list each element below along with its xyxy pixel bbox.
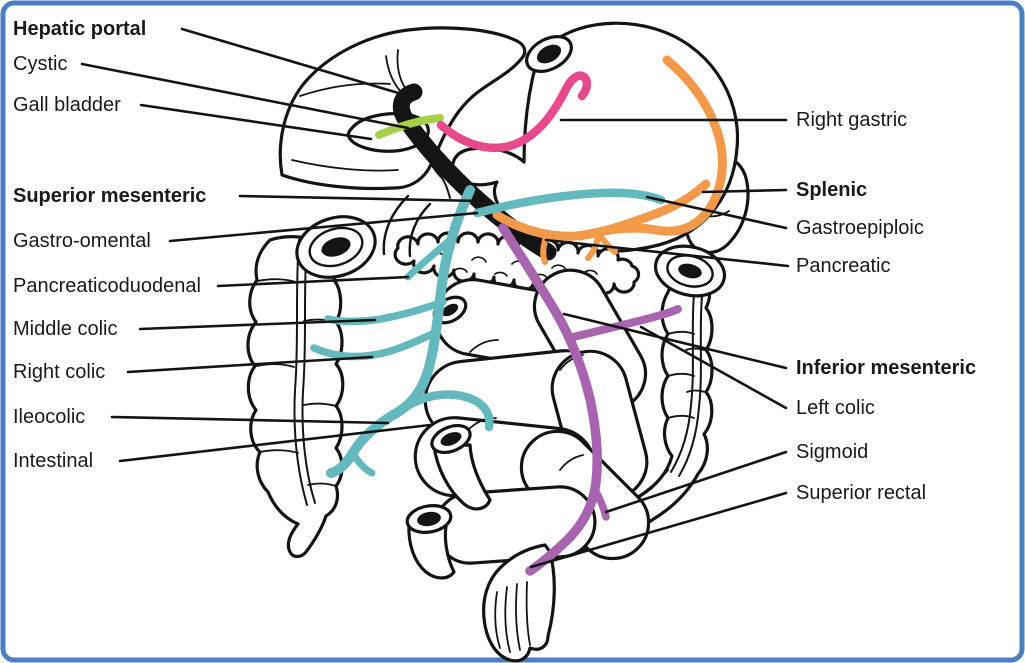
right-gastric-vein bbox=[436, 71, 592, 152]
intestine-stump-opening bbox=[405, 504, 453, 534]
cystic-vein bbox=[375, 114, 444, 139]
leader-line-pancreaticoduodenal bbox=[216, 275, 410, 288]
label-sigmoid: Sigmoid bbox=[796, 441, 869, 463]
inferior-mesenteric-vein bbox=[498, 223, 602, 576]
rectum-striations bbox=[494, 581, 531, 653]
label-superior-rectal: Superior rectal bbox=[796, 482, 927, 504]
descending-colon-tenia bbox=[670, 293, 703, 477]
label-pancreatic: Pancreatic bbox=[796, 255, 891, 277]
intestinal-branch bbox=[396, 390, 494, 432]
small-intestine bbox=[413, 268, 651, 565]
leader-line-group bbox=[80, 27, 790, 569]
ascending-colon-opening bbox=[295, 215, 377, 279]
label-gall-bladder: Gall bladder bbox=[13, 94, 121, 116]
leader-line-superior-mesenteric bbox=[238, 194, 483, 203]
leader-line-gastro-omental bbox=[168, 211, 479, 243]
ileocolic-branch bbox=[349, 449, 376, 477]
pancreaticoduodenal-branch bbox=[404, 234, 456, 281]
leader-line-splenic bbox=[701, 188, 788, 194]
label-gastroepiploic: Gastroepiploic bbox=[796, 217, 924, 239]
label-ileocolic: Ileocolic bbox=[13, 406, 86, 428]
leader-line-pancreatic bbox=[544, 238, 790, 268]
right-colic-branch bbox=[310, 328, 440, 361]
leader-line-middle-colic bbox=[138, 318, 377, 331]
liver-detail bbox=[291, 49, 411, 172]
label-right-gastric: Right gastric bbox=[796, 109, 908, 131]
label-left-colic: Left colic bbox=[796, 397, 875, 419]
leader-line-ileocolic bbox=[110, 415, 390, 425]
label-splenic: Splenic bbox=[796, 179, 868, 201]
label-intestinal: Intestinal bbox=[13, 450, 94, 472]
label-hepatic-portal: Hepatic portal bbox=[13, 18, 147, 40]
intestine-stump-tube bbox=[407, 522, 456, 580]
leader-line-left-colic bbox=[639, 325, 788, 410]
sigmoid-branch bbox=[591, 486, 610, 521]
leader-line-sigmoid bbox=[604, 450, 788, 514]
label-middle-colic: Middle colic bbox=[13, 318, 118, 340]
leader-line-hepatic-portal bbox=[180, 27, 414, 99]
left-colic-branch bbox=[565, 305, 682, 342]
small-intestine-folds bbox=[467, 339, 584, 471]
leader-line-inferior-mesenteric bbox=[562, 312, 788, 370]
leader-line-right-colic bbox=[126, 355, 374, 374]
ascending-colon-haustra bbox=[256, 278, 337, 487]
rectum bbox=[482, 543, 556, 663]
gastro-omental-branch bbox=[472, 188, 666, 218]
esophagus-opening bbox=[525, 35, 573, 73]
label-cystic: Cystic bbox=[13, 53, 68, 75]
leader-line-superior-rectal bbox=[529, 491, 788, 569]
label-inferior-mesenteric: Inferior mesenteric bbox=[796, 357, 977, 379]
leader-line-intestinal bbox=[118, 423, 432, 463]
label-pancreaticoduodenal: Pancreaticoduodenal bbox=[13, 275, 201, 297]
leader-line-gall-bladder bbox=[139, 103, 373, 141]
label-superior-mesenteric: Superior mesenteric bbox=[13, 185, 207, 207]
label-gastro-omental: Gastro-omental bbox=[13, 230, 151, 252]
intestine-stump-opening bbox=[430, 423, 472, 455]
leader-line-gastroepiploic bbox=[645, 195, 788, 230]
leader-line-cystic bbox=[80, 62, 410, 130]
descending-colon-haustra bbox=[667, 330, 706, 419]
vein-group bbox=[310, 55, 727, 576]
intestine-stump-tube bbox=[432, 443, 492, 511]
label-right-colic: Right colic bbox=[13, 361, 106, 383]
